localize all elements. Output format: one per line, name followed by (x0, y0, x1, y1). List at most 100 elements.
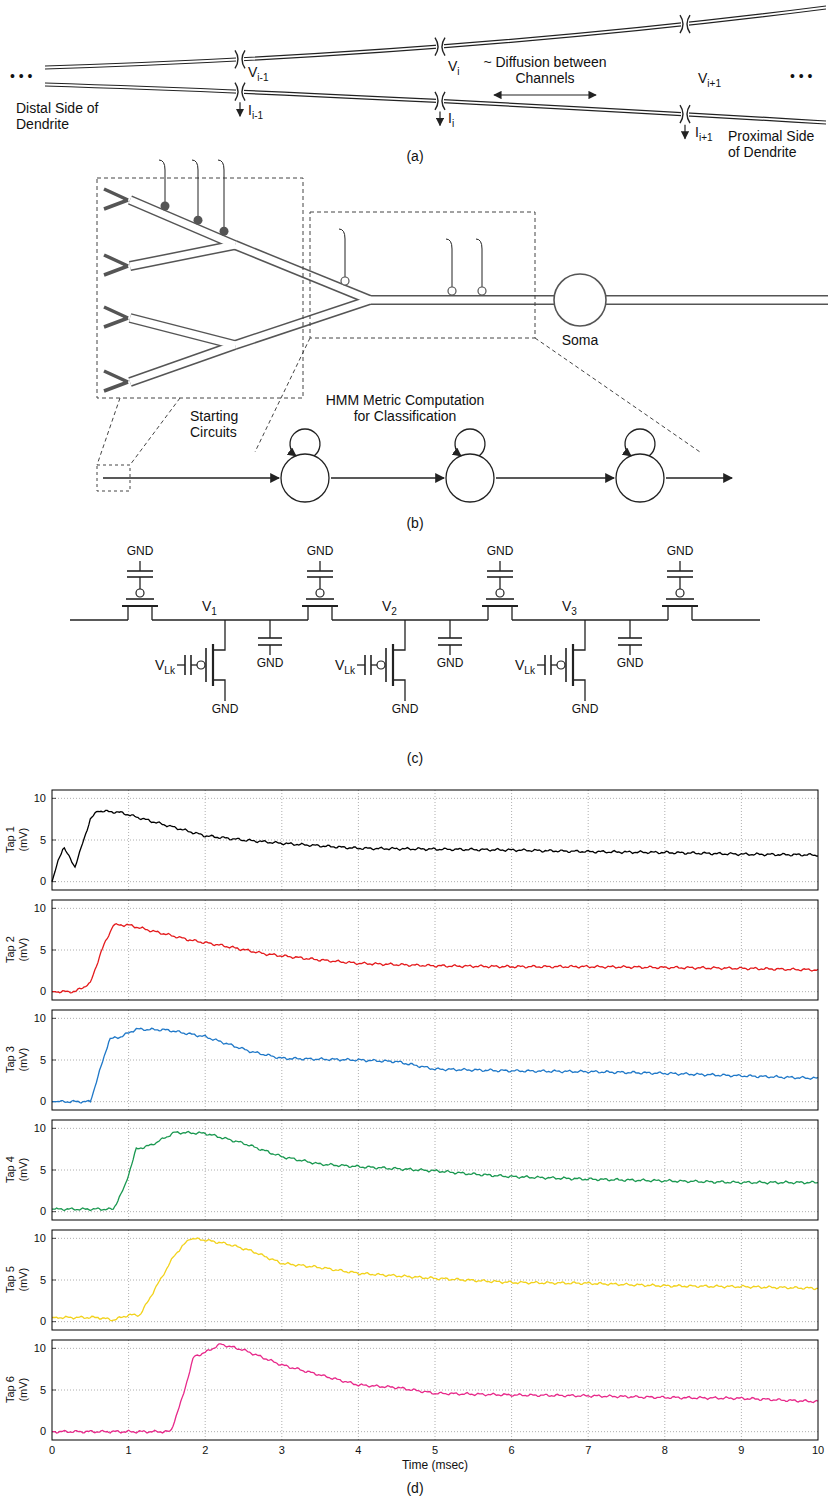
gate-bubble (377, 661, 385, 669)
tick-label: 5 (40, 1274, 46, 1287)
subscript: 1 (211, 606, 217, 617)
transistor-leg (308, 606, 332, 620)
ion-channel (442, 92, 445, 110)
wire (269, 645, 270, 655)
axis-tick (52, 950, 56, 951)
region-label: Starting Circuits (190, 408, 260, 440)
plot-area (52, 1230, 818, 1330)
grid-line (52, 908, 818, 909)
wire (269, 620, 270, 638)
tick-label: 6 (509, 1444, 515, 1457)
axis-title: Tap 6 (mV) (4, 1370, 29, 1410)
gate-bubble (676, 589, 684, 597)
plot-area (52, 1340, 818, 1440)
diffusion-note: ~ Diffusion between Channels (470, 54, 620, 86)
grid-line (588, 1120, 589, 1220)
gate-bubble (496, 589, 504, 597)
tick-label: 5 (40, 1164, 46, 1177)
ion-channel (435, 38, 438, 56)
tick-label: 0 (40, 875, 46, 888)
dendrite-inner (130, 345, 235, 382)
tick-label: 3 (279, 1444, 285, 1457)
transistor-leg (668, 606, 692, 620)
grid-line (52, 1321, 818, 1322)
grid-line (52, 1101, 818, 1102)
axis-tick (52, 1321, 56, 1322)
tap-trace (52, 1344, 818, 1433)
synapse-circle (341, 277, 349, 285)
zoom-box (97, 178, 303, 398)
membrane-line (45, 9, 826, 69)
tick-label: 10 (34, 1012, 46, 1025)
tick-label: 7 (585, 1444, 591, 1457)
panel-label: (b) (406, 515, 423, 531)
continuation-dots: • • • (790, 68, 812, 84)
part-name: Soma (562, 332, 599, 348)
grid-line (52, 991, 818, 992)
tick-label: 8 (662, 1444, 668, 1457)
synapse-circle (478, 287, 486, 295)
plot-area (52, 1010, 818, 1110)
panel-label: (a) (406, 148, 423, 164)
current-label: Ii-1 (248, 102, 263, 118)
synapse-line (476, 239, 482, 287)
tap-trace (52, 1238, 818, 1321)
wire (512, 619, 668, 620)
capacitor-plate (258, 637, 282, 639)
wire (177, 664, 185, 665)
ground-label: GND (617, 657, 644, 671)
ground-label: GND (127, 545, 154, 559)
tick-label: 0 (40, 1095, 46, 1108)
grid-line (281, 1010, 282, 1110)
tick-label: 0 (49, 1444, 55, 1457)
diffusion-arrow (494, 94, 596, 95)
synapse-line (192, 160, 198, 216)
tick-label: 5 (40, 944, 46, 957)
grid-line (741, 1120, 742, 1220)
membrane-line (45, 86, 826, 124)
channel-gap (436, 39, 444, 55)
synapse-line (218, 160, 224, 227)
channel-gap (236, 84, 244, 100)
wire (629, 645, 630, 655)
ground-label: GND (212, 703, 239, 717)
ion-channel (242, 83, 245, 101)
capacitor-plate (307, 576, 333, 578)
dendrite-tip (104, 371, 128, 391)
grid-line (52, 950, 818, 951)
axis-tick (52, 1128, 56, 1129)
axis-tick (52, 1390, 56, 1391)
wire (357, 664, 365, 665)
ion-channel (242, 50, 245, 68)
ground-label: GND (572, 703, 599, 717)
ground-label: GND (487, 545, 514, 559)
plot-frame (52, 1340, 818, 1440)
grid-line (281, 790, 282, 890)
transistor-channel (572, 644, 574, 686)
ion-channel (442, 38, 445, 56)
self-loop (625, 429, 655, 456)
capacitor-plate (618, 637, 642, 639)
node-voltage-label: V2 (382, 598, 397, 614)
tick-label: 0 (40, 985, 46, 998)
gate-bubble (316, 589, 324, 597)
dendrite-tip (104, 307, 128, 327)
plot-frame (52, 1120, 818, 1220)
hmm-arrow (103, 477, 279, 478)
transistor-gate (306, 598, 334, 600)
voltage-label: Vi+1 (698, 70, 721, 86)
tick-label: 5 (40, 1384, 46, 1397)
grid-line (435, 790, 436, 890)
subscript: i-1 (252, 110, 263, 121)
ion-channel (235, 50, 238, 68)
plot-frame (52, 1010, 818, 1110)
axis-tick (52, 1170, 56, 1171)
grid-line (52, 1390, 818, 1391)
wire (449, 620, 450, 638)
axis-title: Tap 4 (mV) (4, 1150, 29, 1190)
grid-line (128, 900, 129, 1000)
ground-label: GND (667, 545, 694, 559)
ion-channel (680, 15, 683, 33)
capacitor-plate (370, 655, 372, 675)
